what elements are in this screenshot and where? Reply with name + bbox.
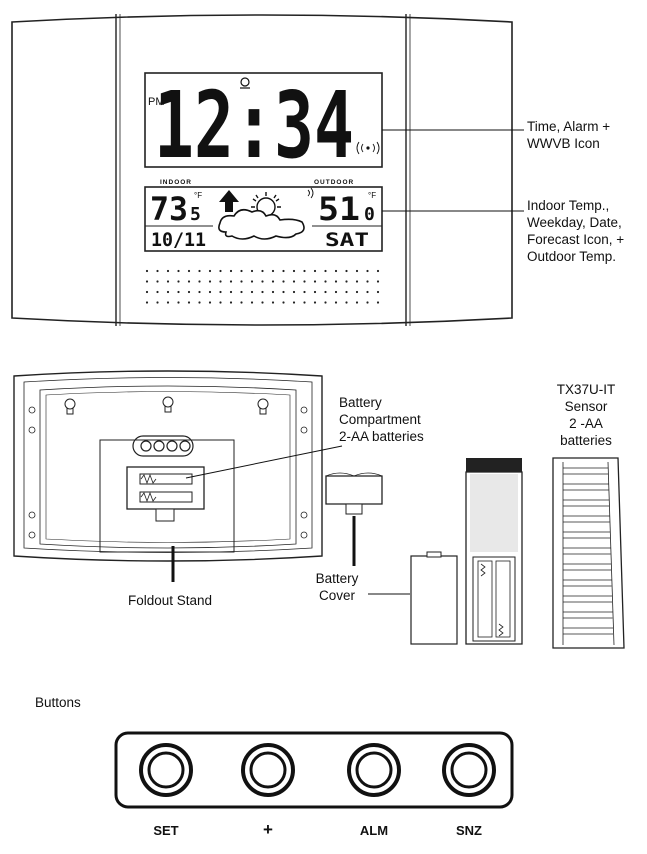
set-button[interactable] [139, 743, 193, 797]
clock-front: PM 12:34 INDOOR OUTDOOR 73 5 °F 10/11 51… [11, 14, 513, 326]
indoor-label: INDOOR [160, 179, 192, 186]
snz-button-label: SNZ [456, 823, 482, 838]
plus-button[interactable] [241, 743, 295, 797]
callout-sensor: TX37U-IT Sensor 2 -AA batteries [557, 382, 616, 448]
outdoor-temp-decimal: 0 [364, 204, 375, 225]
foldout-stand [99, 439, 235, 553]
buttons-heading: Buttons [35, 695, 81, 710]
svg-text:Indoor Temp.,: Indoor Temp., [527, 198, 609, 213]
battery-cover [325, 472, 383, 515]
callout-battery-cover: Battery Cover [316, 571, 359, 603]
hanging-hole [64, 398, 76, 415]
time-display [144, 72, 383, 168]
svg-text:Compartment: Compartment [339, 412, 421, 427]
sensor-battery-door [410, 551, 458, 645]
sensor-open [465, 458, 523, 645]
indoor-unit: °F [194, 191, 202, 200]
svg-text:Sensor: Sensor [565, 399, 608, 414]
svg-text:batteries: batteries [560, 433, 612, 448]
svg-text:Weekday, Date,: Weekday, Date, [527, 215, 622, 230]
date-readout: 10/11 [151, 229, 206, 251]
pm-indicator: PM [148, 96, 165, 108]
svg-text:Cover: Cover [319, 588, 356, 603]
radio-wave-icon [356, 141, 380, 155]
time-readout: 12:34 [154, 72, 354, 179]
svg-text:Time, Alarm +: Time, Alarm + [527, 119, 610, 134]
button-panel [114, 731, 514, 809]
indoor-temp: 73 [150, 190, 188, 228]
alm-button[interactable] [347, 743, 401, 797]
speaker-grille [145, 269, 380, 304]
plus-button-label: + [263, 820, 273, 839]
svg-text:Battery: Battery [339, 395, 382, 410]
clock-back [13, 370, 323, 562]
indoor-temp-decimal: 5 [190, 204, 201, 225]
callout-battery-compartment: Battery Compartment 2-AA batteries [339, 395, 424, 444]
weekday-readout: SAT [325, 229, 369, 251]
outdoor-temp: 51 [318, 190, 360, 228]
alm-button-label: ALM [360, 823, 388, 838]
hanging-hole [162, 396, 174, 413]
partly-cloudy-icon [218, 192, 305, 240]
callout-time-alarm: Time, Alarm + WWVB Icon [527, 119, 610, 151]
svg-text:2-AA batteries: 2-AA batteries [339, 429, 424, 444]
outdoor-unit: °F [368, 191, 376, 200]
svg-text:Forecast Icon, +: Forecast Icon, + [527, 232, 624, 247]
callout-foldout-stand: Foldout Stand [128, 593, 212, 608]
svg-text:Outdoor Temp.: Outdoor Temp. [527, 249, 616, 264]
sensor-front [552, 457, 625, 649]
alarm-icon [240, 77, 250, 89]
snz-button[interactable] [442, 743, 496, 797]
battery-compartment [126, 466, 205, 522]
svg-text:2 -AA: 2 -AA [569, 416, 603, 431]
hanging-hole [257, 398, 269, 415]
arrow-up-icon [219, 190, 239, 212]
set-button-label: SET [153, 823, 178, 838]
button-holes [132, 435, 194, 457]
callout-indoor-block: Indoor Temp., Weekday, Date, Forecast Ic… [527, 198, 624, 264]
outdoor-signal-icon [307, 187, 314, 199]
svg-text:WWVB Icon: WWVB Icon [527, 136, 600, 151]
outdoor-label: OUTDOOR [314, 179, 354, 186]
svg-text:TX37U-IT: TX37U-IT [557, 382, 616, 397]
svg-text:Battery: Battery [316, 571, 359, 586]
